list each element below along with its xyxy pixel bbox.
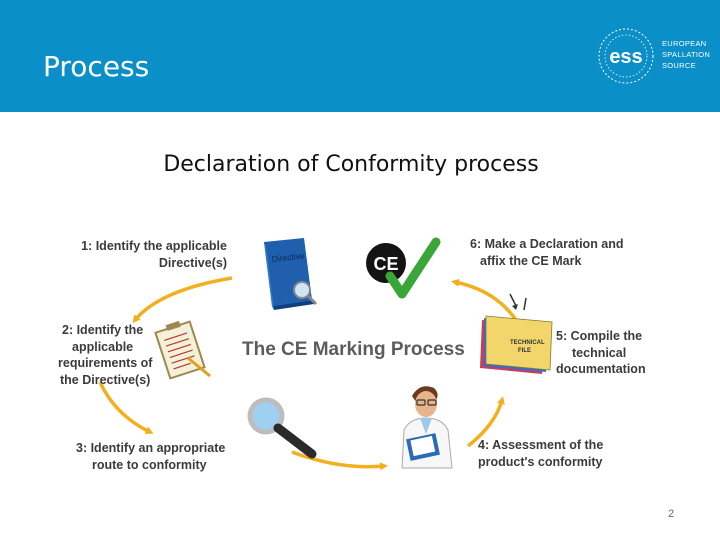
- technical-file-label-2: FILE: [518, 348, 531, 354]
- header-bar: Process ess EUROPEAN SPALLATION SOURCE: [0, 0, 720, 112]
- step-1-label: 1: Identify the applicable Directive(s): [75, 238, 227, 271]
- logo-line2: SPALLATION: [662, 49, 710, 60]
- step-3-label: 3: Identify an appropriate route to conf…: [76, 440, 296, 473]
- ess-logo-icon: ess: [596, 24, 658, 88]
- slide-title: Process: [43, 50, 149, 83]
- ess-logo-mark: ess: [609, 46, 642, 68]
- step-2-label: 2: Identify the applicable requirements …: [58, 322, 178, 388]
- logo-wordmark: EUROPEAN SPALLATION SOURCE: [662, 38, 710, 71]
- logo-line3: SOURCE: [662, 60, 710, 71]
- ce-marking-process-diagram: Directive CE TECHNICAL FILE: [40, 220, 680, 490]
- slide-subtitle: Declaration of Conformity process: [0, 152, 702, 177]
- technical-file-icon: TECHNICAL FILE: [476, 292, 558, 376]
- ce-mark-text: CE: [373, 254, 398, 274]
- arrow-left-down: [100, 382, 150, 432]
- logo-line1: EUROPEAN: [662, 38, 710, 49]
- technical-file-label-1: TECHNICAL: [510, 340, 545, 346]
- inspector-person-icon: [390, 380, 470, 470]
- step-4-label: 4: Assessment of the product's conformit…: [478, 437, 678, 470]
- step-6-label: 6: Make a Declaration and affix the CE M…: [470, 236, 675, 269]
- ess-logo: ess EUROPEAN SPALLATION SOURCE: [596, 24, 716, 88]
- ce-mark-check-icon: CE: [362, 236, 442, 300]
- step-5-label: 5: Compile the technical documentation: [556, 328, 676, 378]
- directive-book-icon: Directive: [258, 236, 322, 312]
- diagram-center-title: The CE Marking Process: [242, 339, 465, 361]
- page-number: 2: [668, 508, 674, 520]
